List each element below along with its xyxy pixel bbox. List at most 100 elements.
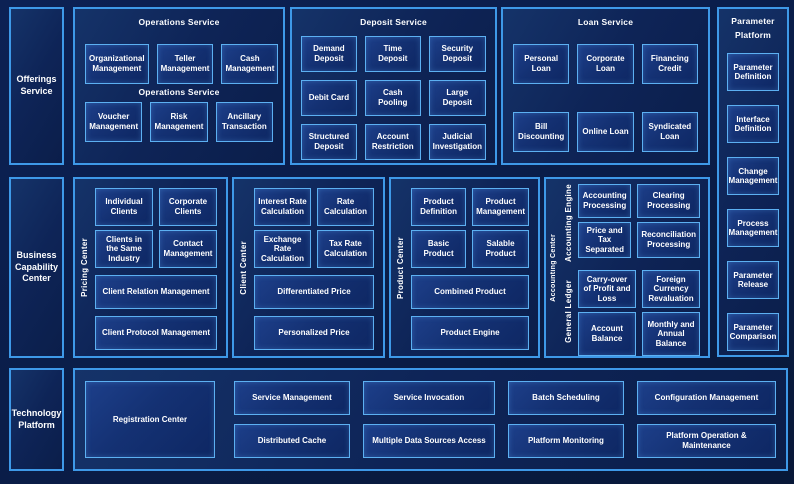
box-batch-scheduling: Batch Scheduling (508, 381, 624, 415)
box-client-relation-management: Client Relation Management (95, 275, 217, 309)
client-small-grid: Interest Rate Calculation Rate Calculati… (254, 188, 374, 268)
box-large-deposit: Large Deposit (428, 80, 486, 116)
accounting-engine-label: Accounting Engine (563, 184, 573, 263)
parameter-platform-title: Parameter Platform (731, 16, 775, 40)
box-teller-management: Teller Management (156, 44, 214, 84)
box-corporate-loan: Corporate Loan (577, 44, 634, 84)
accounting-center-label: Accounting Center (549, 233, 557, 302)
box-bill-discounting: Bill Discounting (513, 112, 570, 152)
box-carry-over-profit-loss: Carry-over of Profit and Loss (578, 270, 636, 308)
deposit-service-title: Deposit Service (360, 17, 427, 27)
panel-technology-platform: Registration Center Service Management S… (73, 368, 788, 471)
sidebar-technology-platform: Technology Platform (9, 368, 64, 471)
box-differentiated-price: Differentiated Price (254, 275, 374, 309)
panel-accounting-center: Accounting Center Accounting Engine Gene… (544, 177, 710, 358)
box-syndicated-loan: Syndicated Loan (641, 112, 698, 152)
box-voucher-management: Voucher Management (85, 102, 143, 142)
general-ledger-grid: Carry-over of Profit and Loss Foreign Cu… (578, 270, 700, 356)
box-product-definition: Product Definition (411, 188, 467, 226)
accounting-sub-strips: Accounting Engine General Ledger (560, 179, 576, 356)
accounting-engine-grid: Accounting Processing Clearing Processin… (578, 184, 700, 258)
accounting-engine-strip: Accounting Engine (560, 179, 576, 268)
box-personal-loan: Personal Loan (513, 44, 570, 84)
box-configuration-management: Configuration Management (636, 381, 776, 415)
operations-service-title: Operations Service (138, 17, 220, 27)
panel-parameter-platform: Parameter Platform Parameter Definition … (717, 7, 789, 357)
panel-pricing-center: Pricing Center Individual Clients Corpor… (73, 177, 228, 358)
box-platform-operation-maintenance: Platform Operation & Maintenance (636, 424, 776, 458)
client-center-strip: Client Center (234, 179, 252, 356)
parameter-stack: Parameter Definition Interface Definitio… (719, 42, 787, 352)
box-risk-management: Risk Management (150, 102, 208, 142)
box-online-loan: Online Loan (577, 112, 634, 152)
box-time-deposit: Time Deposit (364, 36, 421, 72)
box-personalized-price: Personalized Price (254, 316, 374, 350)
box-price-and-tax-separated: Price and Tax Separated (578, 222, 632, 258)
box-parameter-release: Parameter Release (727, 261, 779, 300)
panel-product-center: Product Center Product Definition Produc… (389, 177, 540, 358)
sidebar-offerings-service: Offerings Service (9, 7, 64, 165)
box-basic-product: Basic Product (411, 230, 467, 268)
box-service-invocation: Service Invocation (362, 381, 496, 415)
box-rate-calculation: Rate Calculation (317, 188, 374, 226)
operations-service-subtitle: Operations Service (138, 87, 220, 97)
box-foreign-currency-revaluation: Foreign Currency Revaluation (642, 270, 700, 308)
box-clients-same-industry: Clients in the Same Industry (95, 230, 153, 268)
box-debit-card: Debit Card (301, 80, 357, 116)
box-product-engine: Product Engine (411, 316, 529, 350)
box-cash-management: Cash Management (221, 44, 279, 84)
accounting-center-strip: Accounting Center (546, 179, 560, 356)
accounting-content: Accounting Processing Clearing Processin… (576, 179, 708, 356)
product-content: Product Definition Product Management Ba… (409, 179, 538, 356)
general-ledger-label: General Ledger (563, 280, 573, 344)
box-platform-monitoring: Platform Monitoring (508, 424, 624, 458)
box-demand-deposit: Demand Deposit (301, 36, 357, 72)
box-change-management: Change Management (727, 157, 779, 196)
box-combined-product: Combined Product (411, 275, 529, 309)
box-cash-pooling: Cash Pooling (364, 80, 421, 116)
box-exchange-rate-calculation: Exchange Rate Calculation (254, 230, 311, 268)
box-parameter-definition: Parameter Definition (727, 53, 779, 92)
pricing-center-label: Pricing Center (79, 238, 89, 297)
box-structured-deposit: Structured Deposit (301, 124, 357, 160)
loan-service-title: Loan Service (577, 17, 634, 27)
pricing-center-strip: Pricing Center (75, 179, 93, 356)
box-organizational-management: Organizational Management (85, 44, 149, 84)
panel-client-center: Client Center Interest Rate Calculation … (232, 177, 385, 358)
box-process-management: Process Management (727, 209, 779, 248)
product-center-label: Product Center (395, 236, 405, 299)
product-small-grid: Product Definition Product Management Ba… (411, 188, 529, 268)
box-service-management: Service Management (234, 381, 350, 415)
box-clearing-processing: Clearing Processing (637, 184, 700, 218)
panel-operations-service: Operations Service Organizational Manage… (73, 7, 285, 165)
pricing-content: Individual Clients Corporate Clients Cli… (93, 179, 226, 356)
box-reconciliation-processing: Reconciliation Processing (637, 222, 700, 258)
box-accounting-processing: Accounting Processing (578, 184, 632, 218)
loan-row-2: Bill Discounting Online Loan Syndicated … (503, 112, 708, 152)
operations-row-2: Voucher Management Risk Management Ancil… (75, 102, 283, 142)
box-parameter-comparison: Parameter Comparison (727, 313, 779, 352)
box-ancillary-transaction: Ancillary Transaction (215, 102, 273, 142)
sidebar-business-capability-center: Business Capability Center (9, 177, 64, 358)
box-individual-clients: Individual Clients (95, 188, 153, 226)
box-judicial-investigation: Judicial Investigation (428, 124, 486, 160)
deposit-grid: Demand Deposit Time Deposit Security Dep… (292, 36, 495, 160)
box-client-protocol-management: Client Protocol Management (95, 316, 217, 350)
box-salable-product: Salable Product (472, 230, 529, 268)
box-corporate-clients: Corporate Clients (159, 188, 217, 226)
client-content: Interest Rate Calculation Rate Calculati… (252, 179, 383, 356)
client-center-label: Client Center (238, 240, 248, 295)
accounting-group-gap (578, 258, 700, 270)
box-registration-center: Registration Center (85, 381, 215, 458)
box-product-management: Product Management (472, 188, 529, 226)
box-financing-credit: Financing Credit (641, 44, 698, 84)
box-contact-management: Contact Management (159, 230, 217, 268)
product-center-strip: Product Center (391, 179, 409, 356)
general-ledger-strip: General Ledger (560, 268, 576, 357)
box-interface-definition: Interface Definition (727, 105, 779, 144)
operations-row-1: Organizational Management Teller Managem… (75, 44, 283, 84)
box-distributed-cache: Distributed Cache (234, 424, 350, 458)
box-multiple-data-sources-access: Multiple Data Sources Access (362, 424, 496, 458)
box-account-balance: Account Balance (578, 312, 636, 356)
